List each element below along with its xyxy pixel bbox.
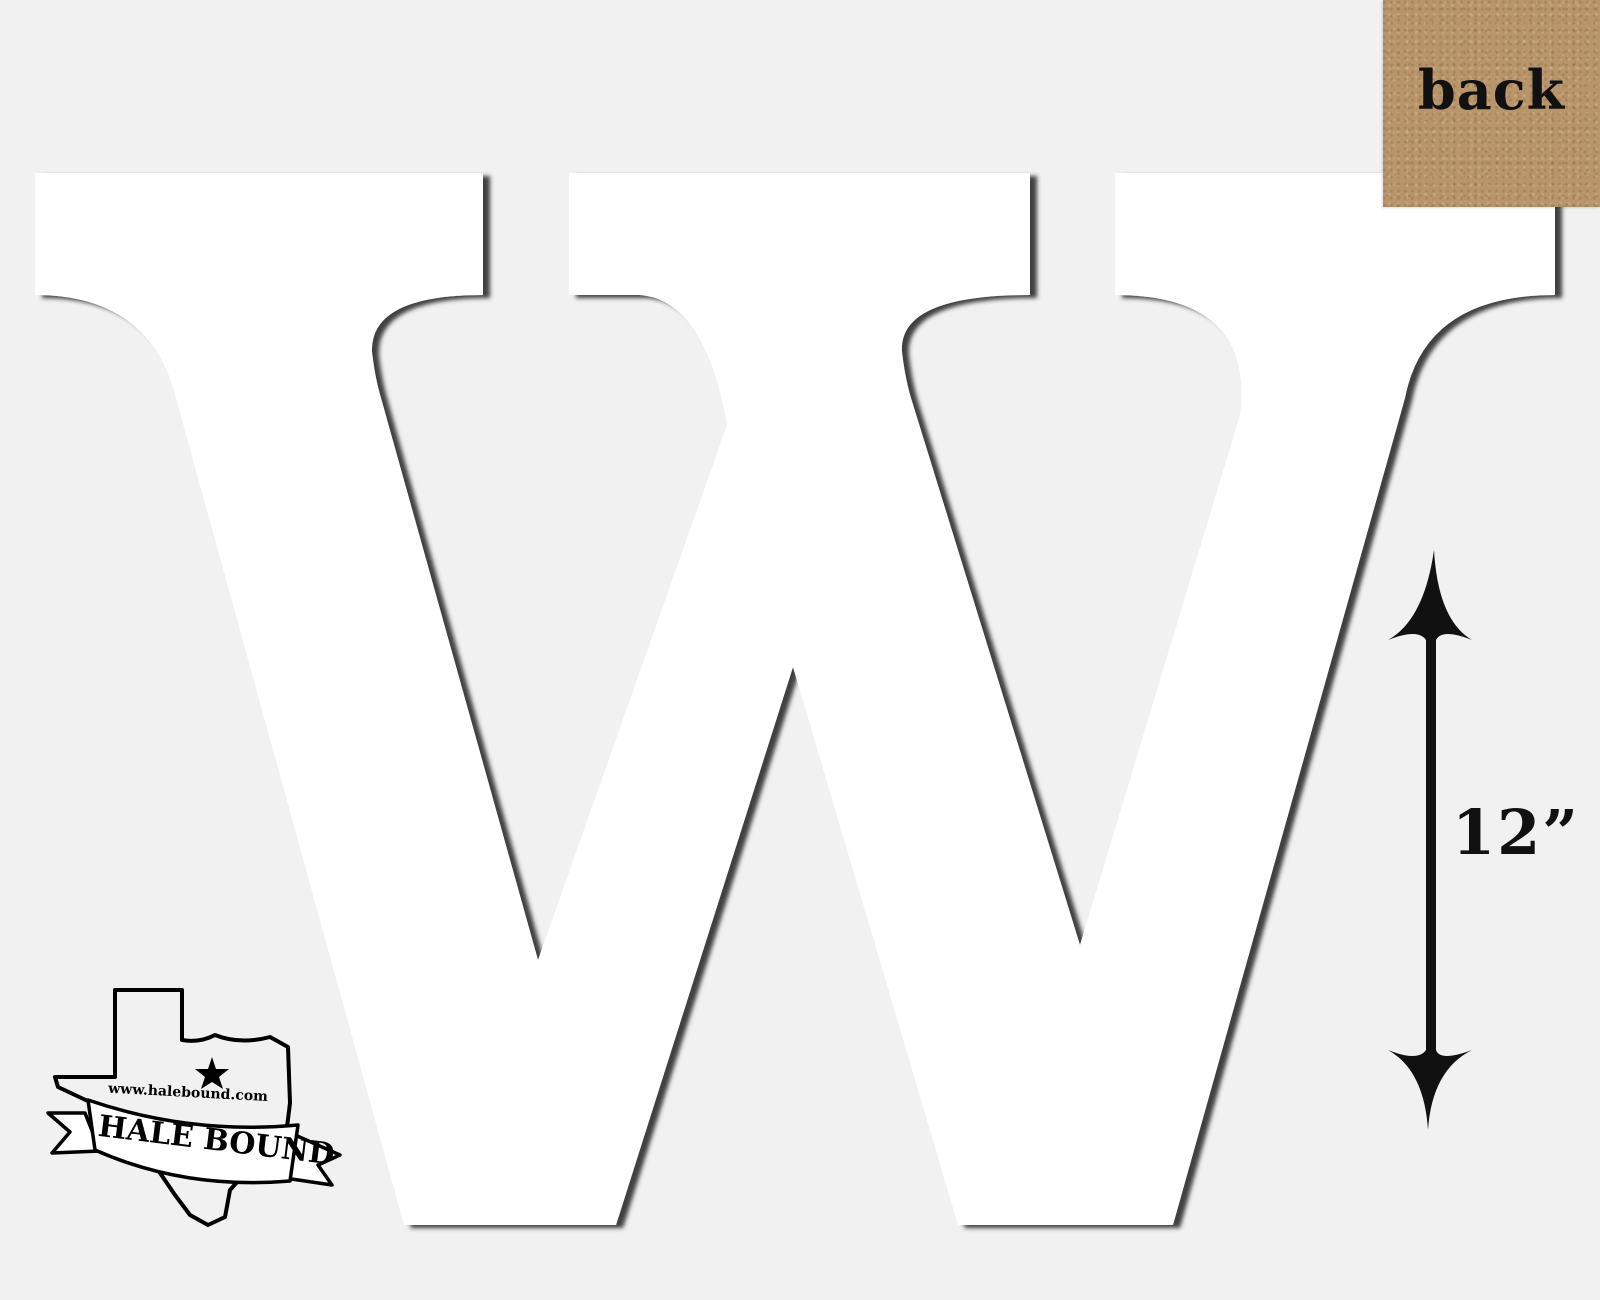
double-arrow-vertical-icon [1388, 550, 1472, 1130]
back-material-swatch: back [1383, 0, 1600, 207]
back-label: back [1417, 58, 1566, 122]
letter-w-shape [35, 173, 1555, 1225]
size-label: 12” [1452, 796, 1580, 869]
logo-url: www.halebound.com [107, 1081, 269, 1105]
star-icon [195, 1057, 229, 1089]
banner-ribbon-icon [46, 1098, 342, 1187]
hale-bound-logo: www.halebound.com HALE BOUND [46, 988, 342, 1227]
